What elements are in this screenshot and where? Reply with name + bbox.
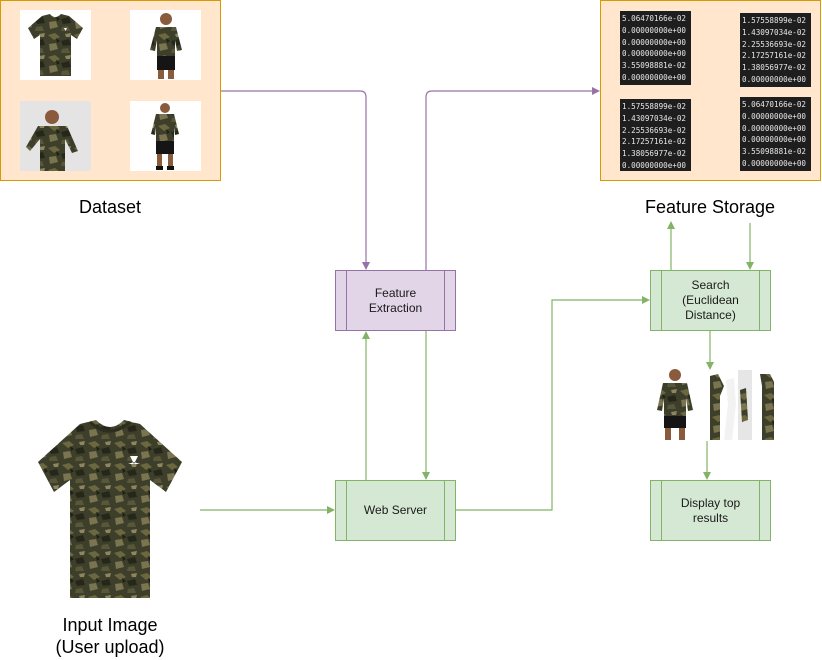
display-results-node[interactable]: Display top results bbox=[650, 480, 771, 541]
search-node[interactable]: Search (Euclidean Distance) bbox=[650, 270, 771, 331]
dataset-panel bbox=[0, 0, 221, 181]
feature-storage-panel: 5.06470166e-02 0.00000000e+00 0.00000000e+… bbox=[600, 0, 821, 181]
arrowhead-icon bbox=[667, 221, 675, 229]
web-server-label: Web Server bbox=[363, 503, 428, 517]
arrowhead-icon bbox=[642, 296, 650, 304]
feature-vector-row: 0.00000000e+00 bbox=[742, 158, 807, 168]
search-label: Search (Euclidean Distance) bbox=[682, 278, 739, 322]
dataset-image-model-full bbox=[130, 101, 201, 171]
result-image-shirts bbox=[710, 370, 774, 440]
feature-vector-row: 2.25536693e-02 bbox=[742, 39, 807, 49]
feature-vector-row: 1.57558899e-02 bbox=[742, 16, 807, 25]
arrowhead-icon bbox=[362, 262, 370, 270]
webserver-to-search-arrow bbox=[456, 299, 642, 511]
arrowhead-icon bbox=[422, 472, 430, 480]
camo-tshirt-icon bbox=[28, 14, 83, 76]
feature-vector-row: 1.38056977e-02 bbox=[742, 63, 807, 73]
feature-storage-label: Feature Storage bbox=[644, 197, 776, 217]
feature-vector-row: 3.55098881e-02 bbox=[622, 61, 687, 71]
feature-vector-row: 0.00000000e+00 bbox=[742, 123, 807, 133]
feature-vector-row: 2.17257161e-02 bbox=[622, 137, 687, 147]
feature-vector-matrix: 1.57558899e-02 1.43097034e-02 2.25536693e-… bbox=[620, 99, 691, 171]
dataset-to-extraction-arrow bbox=[221, 90, 367, 262]
dataset-image-shirt bbox=[20, 10, 91, 80]
dataset-image-model-pose bbox=[20, 101, 91, 171]
feature-vector-matrix: 5.06470166e-02 0.00000000e+00 0.00000000e+… bbox=[620, 11, 691, 85]
feature-vector-row: 1.43097034e-02 bbox=[622, 113, 687, 123]
feature-vector-row: 1.57558899e-02 bbox=[622, 102, 687, 111]
arrowhead-icon bbox=[327, 506, 335, 514]
feature-vector-row: 0.00000000e+00 bbox=[622, 37, 687, 47]
input-image-label: Input Image (User upload) bbox=[55, 615, 165, 657]
person-wearing-camo-shirt-icon bbox=[151, 103, 179, 170]
feature-vector-row: 2.25536693e-02 bbox=[622, 125, 687, 135]
feature-vector-matrix: 5.06470166e-02 0.00000000e+00 0.00000000e+… bbox=[740, 97, 811, 171]
feature-vector-row: 0.00000000e+00 bbox=[622, 25, 687, 35]
feature-vector-row: 0.00000000e+00 bbox=[622, 160, 687, 170]
arrowhead-icon bbox=[362, 331, 370, 339]
feature-vector-matrix: 1.57558899e-02 1.43097034e-02 2.25536693e-… bbox=[740, 13, 811, 87]
display-results-label: Display top results bbox=[680, 495, 741, 525]
arrowhead-icon bbox=[706, 362, 714, 370]
result-image-model bbox=[652, 366, 698, 441]
dataset-label: Dataset bbox=[78, 197, 142, 217]
extraction-to-storage-arrow bbox=[425, 90, 592, 270]
feature-vector-row: 2.17257161e-02 bbox=[742, 51, 807, 61]
person-wearing-camo-shirt-icon bbox=[26, 110, 78, 171]
arrowhead-icon bbox=[746, 262, 754, 270]
feature-vector-row: 1.43097034e-02 bbox=[742, 27, 807, 37]
feature-extraction-node[interactable]: Feature Extraction bbox=[335, 270, 456, 331]
arrowhead-icon bbox=[592, 87, 600, 95]
feature-vector-row: 0.00000000e+00 bbox=[742, 74, 807, 84]
feature-extraction-label: Feature Extraction bbox=[368, 285, 423, 315]
person-wearing-camo-shirt-icon bbox=[150, 13, 182, 79]
camo-tshirt-icon bbox=[38, 420, 182, 598]
feature-vector-row: 0.00000000e+00 bbox=[742, 111, 807, 121]
person-wearing-camo-shirt-icon bbox=[657, 369, 693, 440]
input-image bbox=[34, 418, 186, 600]
feature-vector-row: 5.06470166e-02 bbox=[742, 100, 807, 109]
web-server-node[interactable]: Web Server bbox=[335, 480, 456, 541]
dataset-image-model-front bbox=[130, 10, 201, 80]
feature-vector-row: 0.00000000e+00 bbox=[622, 49, 687, 59]
arrowhead-icon bbox=[703, 472, 711, 480]
feature-vector-row: 1.38056977e-02 bbox=[622, 149, 687, 159]
feature-vector-row: 0.00000000e+00 bbox=[622, 72, 687, 82]
camo-tshirt-icon bbox=[710, 370, 774, 440]
feature-vector-row: 3.55098881e-02 bbox=[742, 147, 807, 157]
feature-vector-row: 0.00000000e+00 bbox=[742, 135, 807, 145]
feature-vector-row: 5.06470166e-02 bbox=[622, 14, 687, 23]
